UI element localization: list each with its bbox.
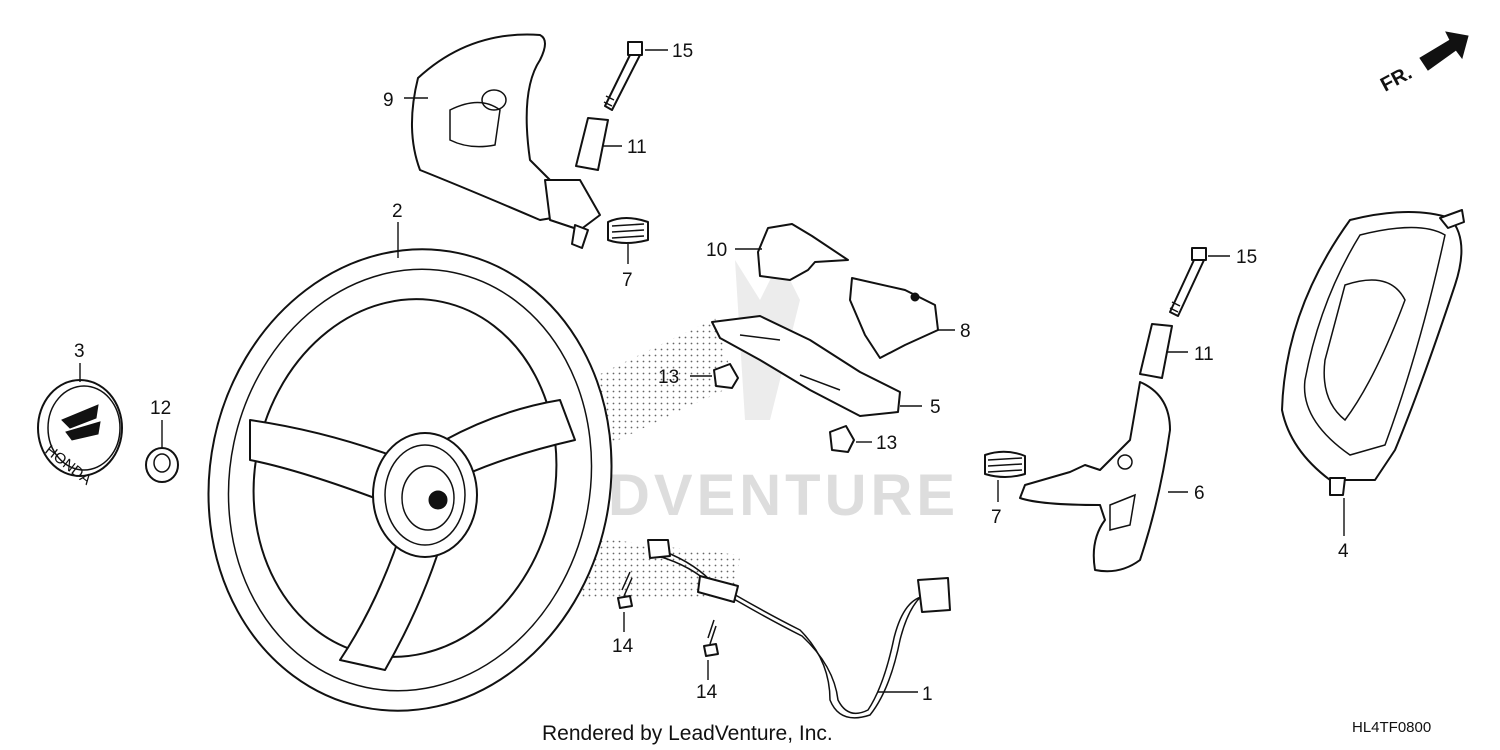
callout-13-lower[interactable]: 13	[876, 433, 897, 454]
callout-12[interactable]: 12	[150, 398, 171, 419]
callout-3[interactable]: 3	[74, 341, 85, 362]
screw-right[interactable]	[703, 619, 719, 680]
callout-14-right[interactable]: 14	[696, 682, 718, 703]
callout-13-upper[interactable]: 13	[658, 367, 679, 388]
callout-6[interactable]: 6	[1194, 483, 1205, 504]
bracket-upper[interactable]	[735, 223, 849, 281]
callout-14-left[interactable]: 14	[612, 636, 634, 657]
switch-block[interactable]	[849, 277, 955, 359]
mounting-bracket[interactable]	[711, 315, 922, 417]
wire-harness[interactable]	[647, 539, 951, 719]
bolt-upper[interactable]	[603, 41, 668, 111]
callout-10[interactable]: 10	[706, 240, 727, 261]
nut[interactable]	[145, 420, 179, 483]
front-direction-arrow-icon	[1419, 31, 1469, 71]
direction-label: FR.	[1377, 62, 1416, 97]
callout-7-left[interactable]: 7	[622, 270, 633, 291]
callout-2[interactable]: 2	[392, 201, 403, 222]
callout-15-upper[interactable]: 15	[672, 41, 693, 62]
honda-emblem[interactable]	[37, 363, 123, 477]
rear-cover[interactable]	[1281, 209, 1465, 536]
right-paddle-cover[interactable]	[1019, 381, 1188, 573]
spring-left[interactable]	[607, 217, 649, 264]
callout-7-right[interactable]: 7	[991, 507, 1002, 528]
steering-wheel[interactable]	[166, 211, 654, 748]
callout-15-lower[interactable]: 15	[1236, 247, 1257, 268]
spring-right[interactable]	[984, 450, 1026, 502]
left-paddle-cover[interactable]	[404, 33, 601, 249]
callout-1[interactable]: 1	[922, 684, 933, 705]
callout-11-lower[interactable]: 11	[1194, 344, 1214, 365]
sleeve-upper[interactable]	[575, 117, 622, 171]
callout-8[interactable]: 8	[960, 321, 971, 342]
screw-left[interactable]	[617, 571, 633, 632]
clip-lower[interactable]	[829, 425, 872, 453]
clip-upper[interactable]	[690, 363, 739, 389]
callout-4[interactable]: 4	[1338, 541, 1349, 562]
diagram-code: HL4TF0800	[1352, 719, 1431, 736]
footer-credit: Rendered by LeadVenture, Inc.	[542, 722, 833, 745]
callout-5[interactable]: 5	[930, 397, 941, 418]
callout-9[interactable]: 9	[383, 90, 394, 111]
sleeve-lower[interactable]	[1139, 323, 1188, 379]
callout-11-upper[interactable]: 11	[627, 137, 647, 158]
bolt-lower[interactable]	[1169, 247, 1230, 317]
